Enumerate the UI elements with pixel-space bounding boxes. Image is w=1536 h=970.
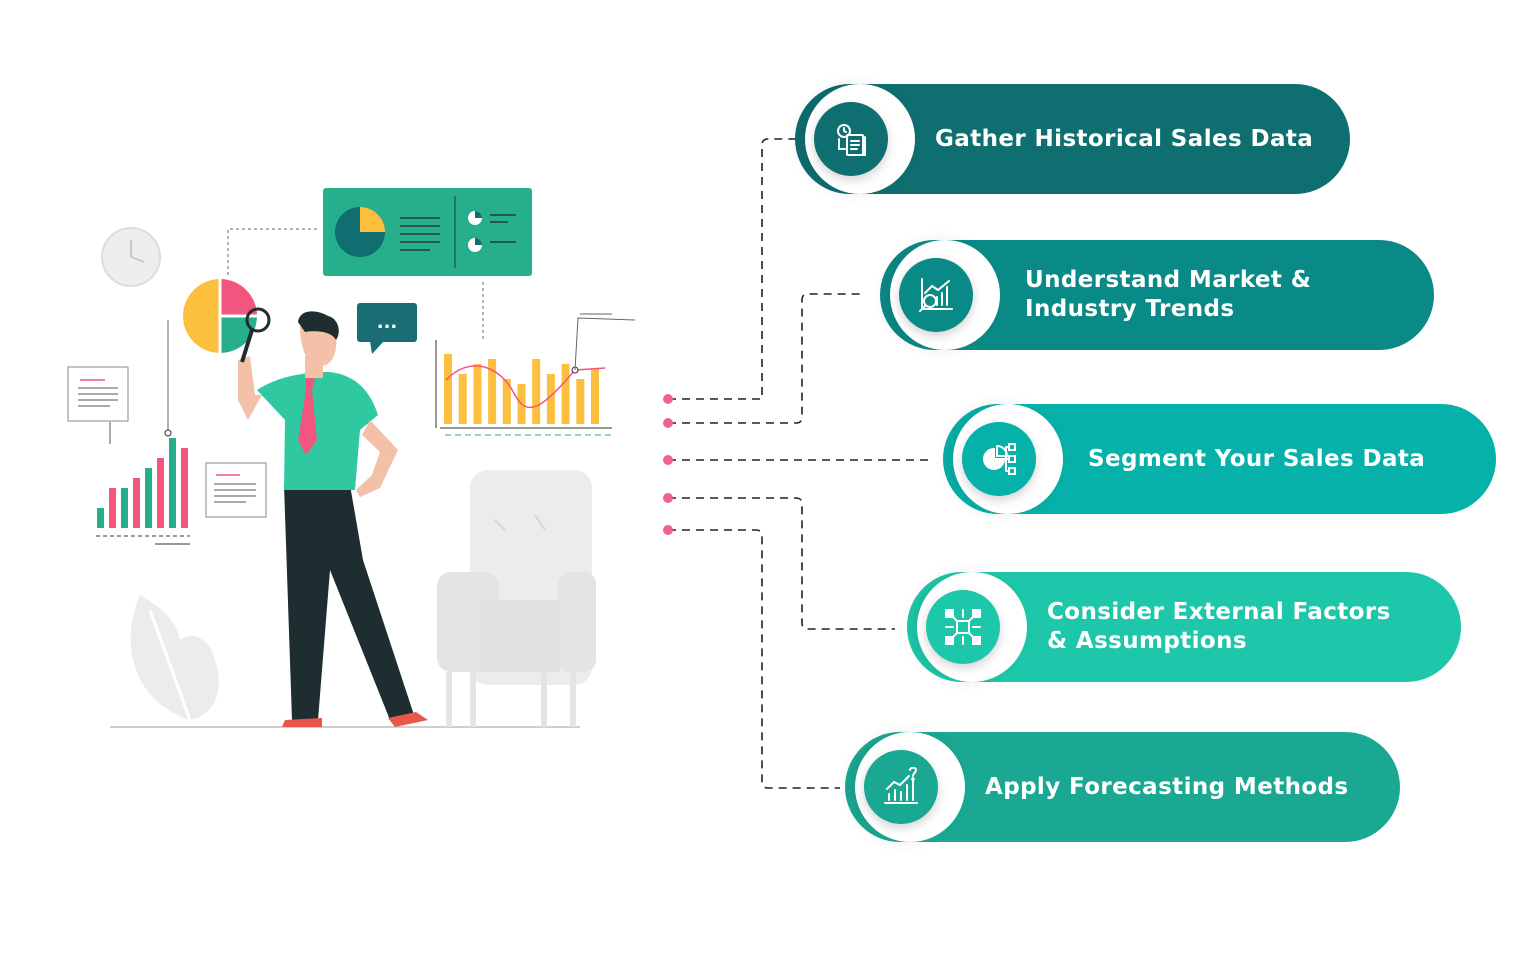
step-5-pill: Apply Forecasting Methods (845, 732, 1400, 842)
step-1-pill: Gather Historical Sales Data (795, 84, 1350, 194)
dashboard-card (323, 188, 532, 276)
bar-right-8 (546, 374, 555, 424)
bar-right-3 (473, 364, 482, 424)
step-2-label: Understand Market & Industry Trends (1025, 267, 1312, 322)
bar-right-9 (561, 364, 570, 424)
chat-bubble: ... (357, 303, 417, 354)
forecasting-icon (884, 767, 918, 804)
chat-bubble-text: ... (377, 312, 398, 333)
connector-step-4 (668, 497, 895, 630)
bar-left-8 (181, 448, 188, 528)
wall-clock (101, 227, 161, 287)
segment-data-icon (983, 443, 1016, 475)
step-2-pill: Understand Market & Industry Trends (880, 240, 1434, 350)
bar-right-2 (458, 374, 467, 424)
connector-step-5 (668, 529, 840, 789)
bar-right-1 (444, 354, 452, 424)
step-5-label: Apply Forecasting Methods (985, 773, 1349, 800)
bar-chart-left (97, 438, 188, 528)
bar-left-5 (145, 468, 152, 528)
historical-data-icon (837, 124, 866, 156)
connector-step-2 (668, 293, 865, 424)
yellow-chart-pointer (574, 317, 636, 371)
connector-dot-5 (663, 525, 673, 535)
connector-step-1 (668, 138, 800, 400)
bar-left-6 (157, 458, 164, 528)
bar-left-3 (121, 488, 128, 528)
pointer-dot (164, 429, 172, 437)
market-trends-icon (919, 278, 953, 312)
connector-dot-3 (663, 455, 673, 465)
step-1-icon-circle (814, 102, 888, 176)
bar-left-2 (109, 488, 116, 528)
step-4-pill: Consider External Factors & Assumptions (907, 572, 1461, 682)
dashboard-connector (227, 228, 320, 275)
bar-left-7 (169, 438, 176, 528)
step-4-label: Consider External Factors & Assumptions (1047, 599, 1391, 654)
armchair (437, 470, 596, 727)
connector-dot-2 (663, 418, 673, 428)
connector-dot-1 (663, 394, 673, 404)
note-paper-middle (205, 462, 267, 518)
bar-chart-right (444, 354, 599, 424)
step-3-icon-circle (962, 422, 1036, 496)
bar-right-4 (488, 359, 497, 424)
analyst-illustration: ... (67, 188, 636, 728)
bar-right-10 (576, 379, 585, 424)
plant-decoration (130, 595, 219, 721)
step-3-pill: Segment Your Sales Data (943, 404, 1496, 514)
note-paper-left (67, 366, 129, 444)
bar-left-4 (133, 478, 140, 528)
step-4-icon-circle (926, 590, 1000, 664)
person-figure (238, 307, 428, 727)
bar-right-5 (502, 379, 511, 424)
yellow-chart-trendline (445, 365, 606, 408)
step-3-label: Segment Your Sales Data (1088, 445, 1426, 472)
external-factors-icon (945, 609, 981, 645)
connector-dot-4 (663, 493, 673, 503)
step-2-icon-circle (899, 258, 973, 332)
bar-left-1 (97, 508, 104, 528)
step-5-icon-circle (864, 750, 938, 824)
pie-chart (183, 279, 257, 353)
step-1-label: Gather Historical Sales Data (935, 125, 1314, 152)
bar-right-11 (591, 369, 599, 424)
bar-right-7 (532, 359, 541, 424)
